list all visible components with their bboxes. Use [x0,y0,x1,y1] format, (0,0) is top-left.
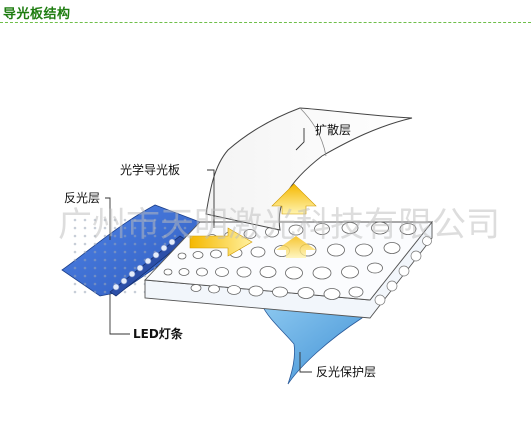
light-direction-arrow-vertical [271,183,317,215]
company-watermark: 广州市天明激光科技有限公司 [58,205,500,245]
leader-line-light-guide [207,169,215,228]
reflective-protection-layer-sheet [261,304,371,385]
leader-line-protection-layer [299,352,312,373]
leader-lines [105,128,312,373]
label-diffuser: 扩散层 [315,122,351,137]
light-guide-dot-pattern [163,221,417,300]
label-light-guide-plate: 光学导光板 [120,162,180,177]
light-direction-arrow-horizontal [189,227,253,257]
label-led-strip: LED灯条 [133,326,184,341]
leader-line-led-strip [109,294,130,335]
plate-edge-circles [374,236,432,306]
diffuser-curl-edge [299,107,327,157]
leader-line-reflective-layer [105,197,111,240]
label-reflective-protection-layer: 反光保护层 [316,365,376,379]
light-glow-arrow [276,236,316,258]
led-beads [112,238,176,291]
label-reflective-layer: 反光层 [64,191,100,205]
header-divider [0,22,531,23]
leader-line-diffuser [295,128,305,151]
section-title: 导光板结构 [3,7,71,22]
section-header: 导光板结构 [0,0,531,24]
